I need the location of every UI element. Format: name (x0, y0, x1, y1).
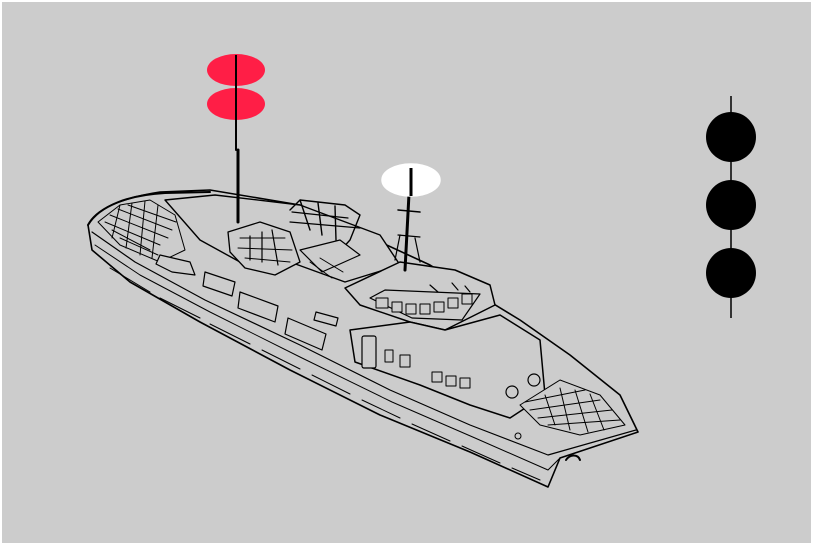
porthole (446, 376, 456, 386)
porthole (460, 378, 470, 388)
black-ball-bottom (706, 248, 756, 298)
black-ball-top (706, 112, 756, 162)
round-porthole (528, 374, 540, 386)
bow-fitting (515, 433, 521, 439)
round-porthole (506, 386, 518, 398)
porthole (432, 372, 442, 382)
day-shapes (706, 96, 756, 318)
deckhouse-door (362, 336, 376, 368)
porthole (385, 350, 393, 362)
black-ball-middle (706, 180, 756, 230)
porthole (400, 355, 410, 367)
superstructure-light (382, 164, 440, 196)
